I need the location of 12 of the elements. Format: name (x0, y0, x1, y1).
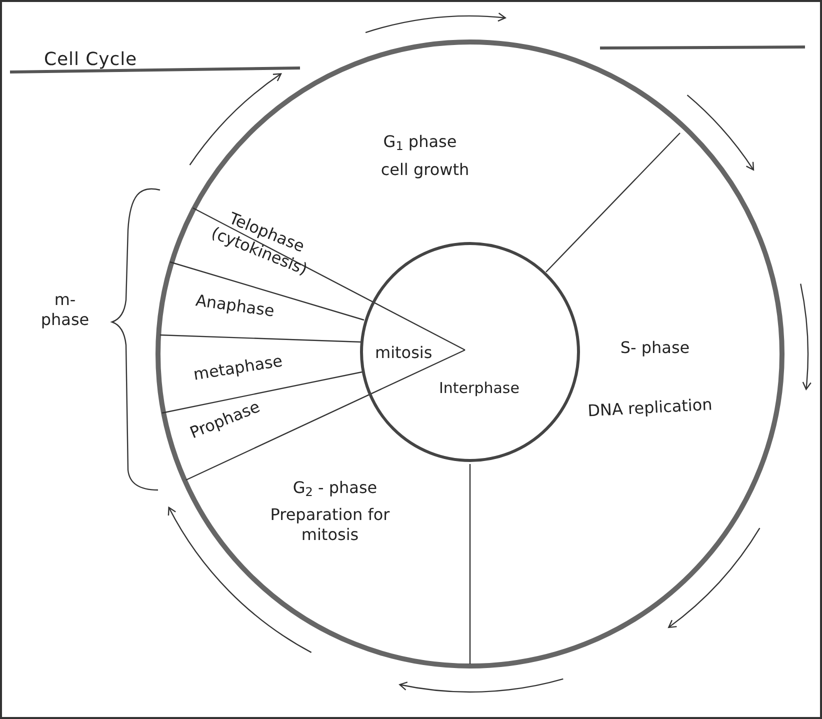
node-text: Interphase (439, 378, 520, 399)
phase-description: Preparation for mitosis (269, 505, 391, 545)
stage-label: metaphase (191, 350, 285, 386)
phase-heading: G$_{1}$ phase (382, 132, 458, 152)
title: Cell Cycle (44, 48, 138, 72)
phase-description: cell growth (380, 160, 470, 180)
bracket-label: m- phase (40, 290, 90, 330)
phase-heading: S- phase (619, 338, 691, 358)
phase-heading: G$_{2}$ - phase (292, 478, 378, 498)
phase-description: DNA replication (586, 394, 714, 422)
node-text: mitosis (375, 342, 432, 364)
stage-label: Anaphase (194, 290, 277, 322)
